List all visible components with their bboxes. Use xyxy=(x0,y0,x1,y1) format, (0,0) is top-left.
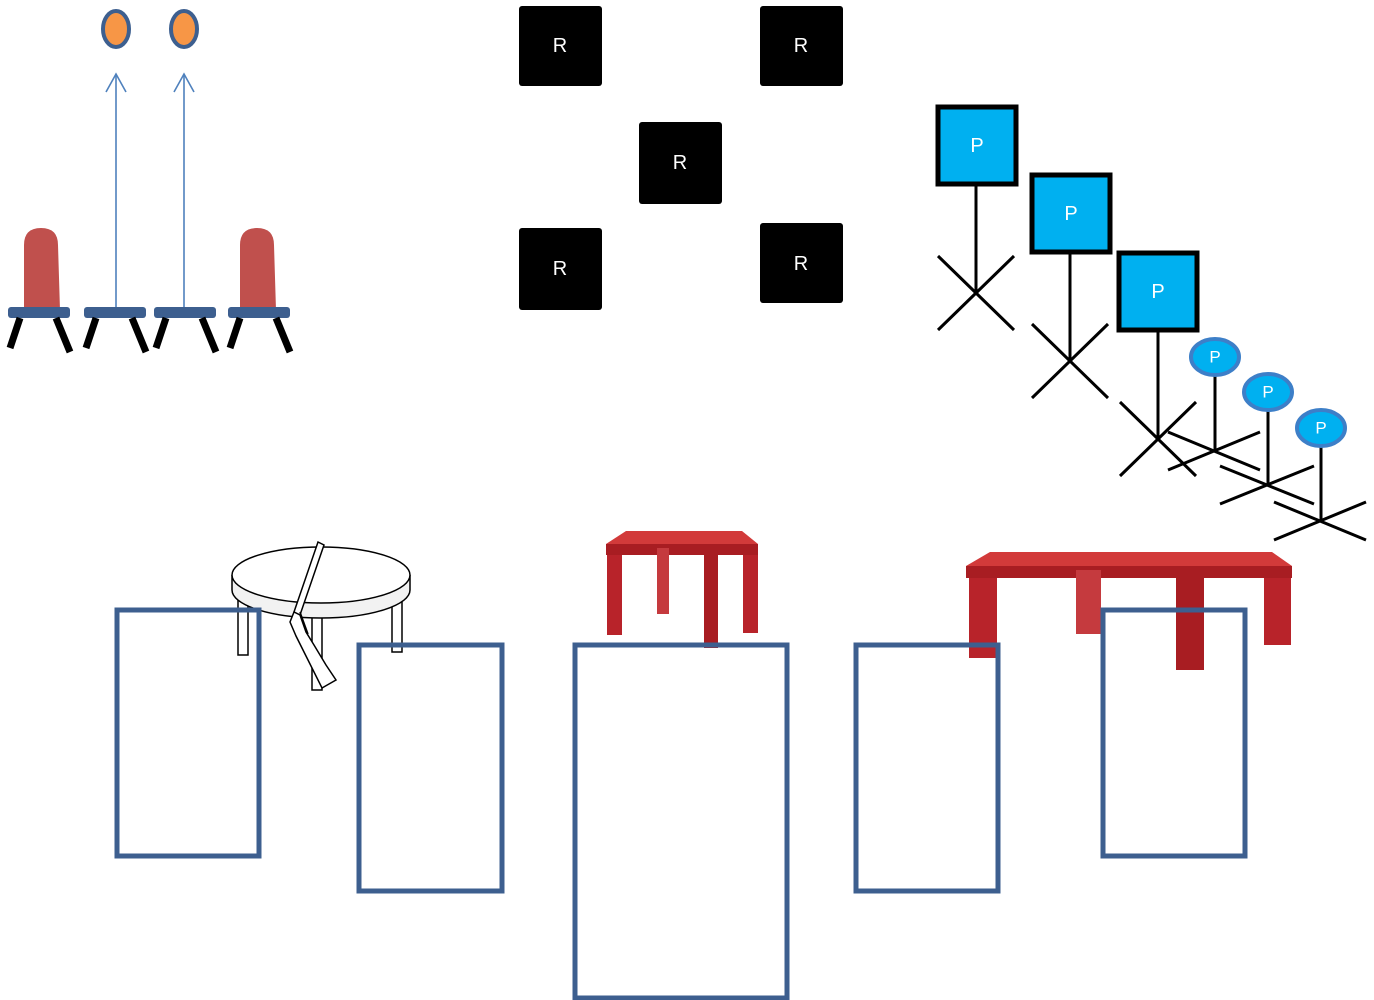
paper-target-stand: P xyxy=(1029,172,1113,400)
range-target: R xyxy=(519,228,602,310)
paper-target-label: P xyxy=(1262,383,1273,402)
paper-target-label: P xyxy=(1315,419,1326,438)
stool-seat xyxy=(154,307,216,318)
paper-targets: P P P P P xyxy=(935,104,1367,542)
chair-back xyxy=(24,228,60,310)
paper-target-stand-small: P xyxy=(1219,372,1315,506)
large-red-table xyxy=(966,552,1292,670)
chair-leg xyxy=(6,316,24,350)
chair-seat xyxy=(8,307,70,318)
seating-area xyxy=(6,9,294,354)
chair-left xyxy=(6,228,74,354)
rifle xyxy=(289,540,338,690)
chair-leg xyxy=(272,316,294,354)
barricades xyxy=(114,607,1248,1000)
barricade xyxy=(1100,607,1248,859)
paper-target-label: P xyxy=(970,135,983,157)
range-target-label: R xyxy=(673,152,687,174)
chair-seat xyxy=(228,307,290,318)
range-target-label: R xyxy=(794,35,808,57)
barricade xyxy=(114,607,262,859)
small-red-table xyxy=(606,531,758,648)
paper-target-stand-small: P xyxy=(1273,408,1367,542)
direction-arrow xyxy=(105,72,127,307)
range-target: R xyxy=(639,122,722,204)
stool-leg xyxy=(152,316,170,350)
stool-leg xyxy=(82,316,100,350)
barricade xyxy=(853,642,1001,894)
target-dot xyxy=(101,9,131,49)
range-targets: R R R R R xyxy=(519,6,843,310)
paper-target-stand-small: P xyxy=(1167,337,1261,472)
stool-2 xyxy=(152,307,220,354)
stool-leg xyxy=(128,316,150,354)
chair-leg xyxy=(226,316,244,350)
chair-leg xyxy=(52,316,74,354)
paper-target-label: P xyxy=(1064,203,1077,225)
barricade xyxy=(356,642,505,894)
range-target-label: R xyxy=(794,253,808,275)
paper-target-stand: P xyxy=(935,104,1019,332)
barricade xyxy=(572,642,790,1000)
chair-right xyxy=(226,228,294,354)
direction-arrow xyxy=(173,72,195,307)
round-table-with-rifle xyxy=(231,540,411,691)
paper-target-label: P xyxy=(1151,281,1164,303)
target-dot xyxy=(169,9,199,49)
range-target: R xyxy=(760,6,843,86)
range-target-label: R xyxy=(553,35,567,57)
stool-seat xyxy=(84,307,146,318)
stool-leg xyxy=(198,316,220,354)
range-target: R xyxy=(760,223,843,303)
stool-1 xyxy=(82,307,150,354)
paper-target-label: P xyxy=(1209,348,1220,367)
paper-target-stand: P xyxy=(1116,250,1200,478)
range-target: R xyxy=(519,6,602,86)
chair-back xyxy=(240,228,276,310)
range-target-label: R xyxy=(553,258,567,280)
